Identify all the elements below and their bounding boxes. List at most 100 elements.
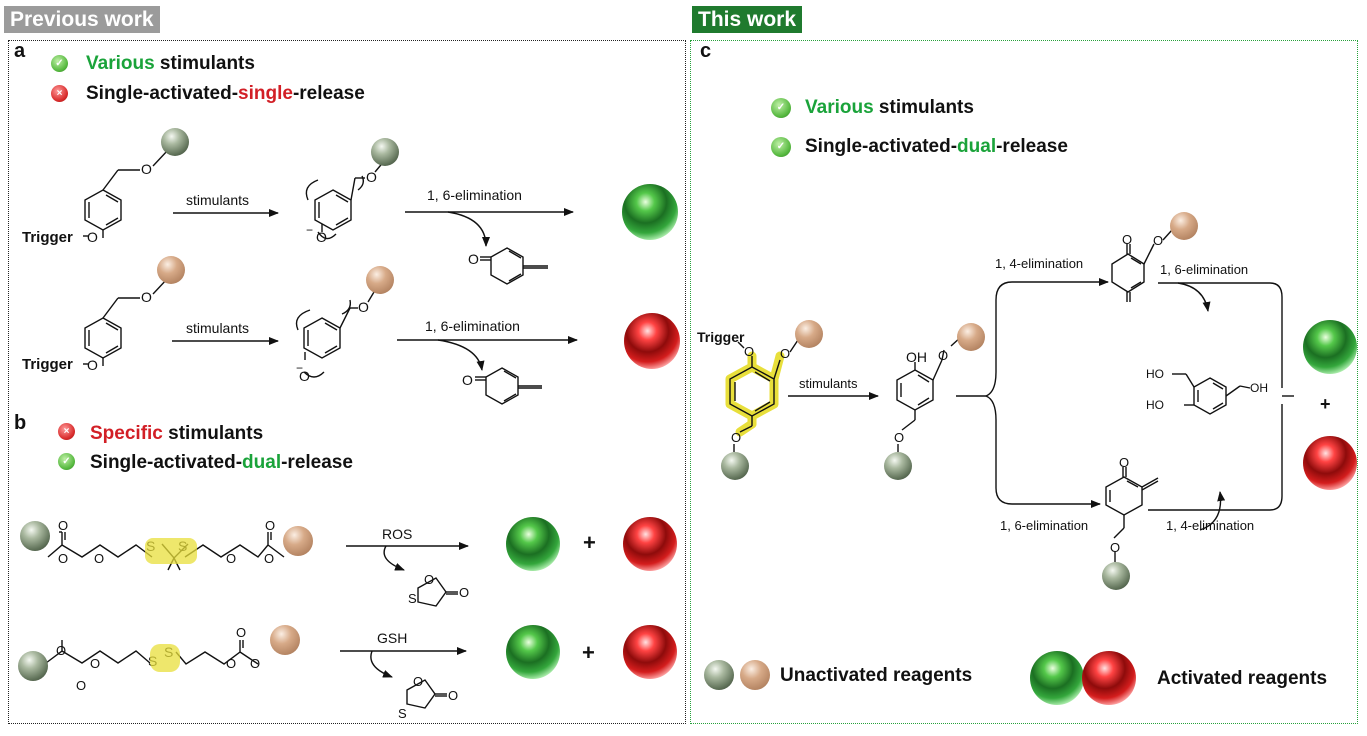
legend-activated-red-ball [1082,651,1136,705]
unactivated-tan-ball [957,323,985,351]
atom-o: O [299,368,310,384]
electron-arrow [317,231,337,240]
atom-o: O [424,572,434,587]
elim-14-top: 1, 4-elimination [995,256,1083,271]
phenol-ring [896,369,934,411]
atom-o: O [731,430,741,445]
atom-o: O [141,289,152,305]
stimulants-label: stimulants [186,320,249,336]
unactivated-green-ball [371,138,399,166]
charge-minus: − [296,361,303,375]
atom-o: O [938,348,948,363]
unactivated-tan-ball [157,256,185,284]
activated-red-ball [623,625,677,679]
atom-o: O [1119,455,1129,470]
electron-arrow [341,299,352,315]
activated-red-ball [624,313,680,369]
this-work-banner: This work [692,6,803,33]
panel-c-label: c [700,40,712,62]
trigger-label-c: Trigger [697,329,745,345]
atom-ho: HO [1146,367,1164,381]
cross-icon: × [58,423,75,440]
unactivated-tan-ball [366,266,394,294]
plus-sign: + [583,530,596,555]
elimination-label: 1, 6-elimination [425,318,520,334]
legend-unactivated-tan-ball [740,660,770,690]
check-icon: ✓ [58,453,75,470]
atom-oh: OH [1250,381,1268,395]
dioxolanone [417,577,447,607]
unactivated-green-ball [18,651,48,681]
legend-b-specific: Specific stimulants [90,423,264,444]
previous-work-banner: Previous work [4,6,160,33]
electron-arrow [295,309,311,331]
atom-o: O [76,678,86,693]
activated-red-ball [623,517,677,571]
atom-o: O [58,551,68,566]
quinone-top [1111,253,1145,293]
atom-o: O [459,585,469,600]
atom-o: O [1110,540,1120,555]
atom-s: S [408,591,417,606]
atom-o: O [358,299,369,315]
diol-ring [1193,377,1227,415]
legend-c-dual: Single-activated-dual-release [805,136,1068,157]
electron-arrow [303,371,325,378]
activated-green-ball [506,625,560,679]
quinone-methide [485,367,519,405]
atom-o: O [58,518,68,533]
atom-oh: OH [906,349,927,365]
benzene-ring [303,317,341,359]
atom-s: S [398,706,407,721]
unactivated-tan-ball [1170,212,1198,240]
plus-sign: + [1320,394,1331,414]
atom-o: O [265,518,275,533]
unactivated-green-ball [884,452,912,480]
unactivated-green-ball [20,521,50,551]
elimination-label: 1, 6-elimination [427,187,522,203]
electron-arrow [357,175,365,191]
gsh-label: GSH [377,630,407,646]
legend-activated-green-ball [1030,651,1084,705]
electron-arrow [305,179,319,201]
cross-icon: × [51,85,68,102]
atom-o: O [413,674,423,689]
activated-green-ball [506,517,560,571]
elim-16-bottom: 1, 6-elimination [1000,518,1088,533]
atom-o: O [316,229,327,245]
activated-red-ball [1303,436,1357,490]
this-work-panel [690,40,1358,724]
atom-o: O [264,551,274,566]
unactivated-label: Unactivated reagents [780,665,972,686]
atom-o: O [87,357,98,373]
unactivated-tan-ball [283,526,313,556]
check-icon: ✓ [771,98,791,118]
atom-o: O [366,169,377,185]
atom-o: O [87,229,98,245]
unactivated-green-ball [721,452,749,480]
elim-14-bottom: 1, 4-elimination [1166,518,1254,533]
quinone-bottom [1105,476,1143,516]
thioketal-highlight [145,538,197,564]
atom-o: O [1122,232,1132,247]
stimulants-label: stimulants [186,192,249,208]
atom-o: O [468,251,479,267]
previous-work-panel [8,40,686,724]
benzene-ring [84,317,122,359]
check-icon: ✓ [51,55,68,72]
atom-o: O [250,656,260,671]
disulfide-highlight [150,644,180,672]
atom-ho: HO [1146,398,1164,412]
atom-o: O [226,551,236,566]
legend-unactivated-green-ball [704,660,734,690]
trigger-label: Trigger [22,356,73,373]
legend-b-dual: Single-activated-dual-release [90,452,353,473]
activated-green-ball [1303,320,1357,374]
elim-16-top: 1, 6-elimination [1160,262,1248,277]
atom-o: O [226,656,236,671]
atom-o: O [56,643,66,658]
check-icon: ✓ [771,137,791,157]
plus-sign: + [582,640,595,665]
activated-label: Activated reagents [1157,668,1327,689]
